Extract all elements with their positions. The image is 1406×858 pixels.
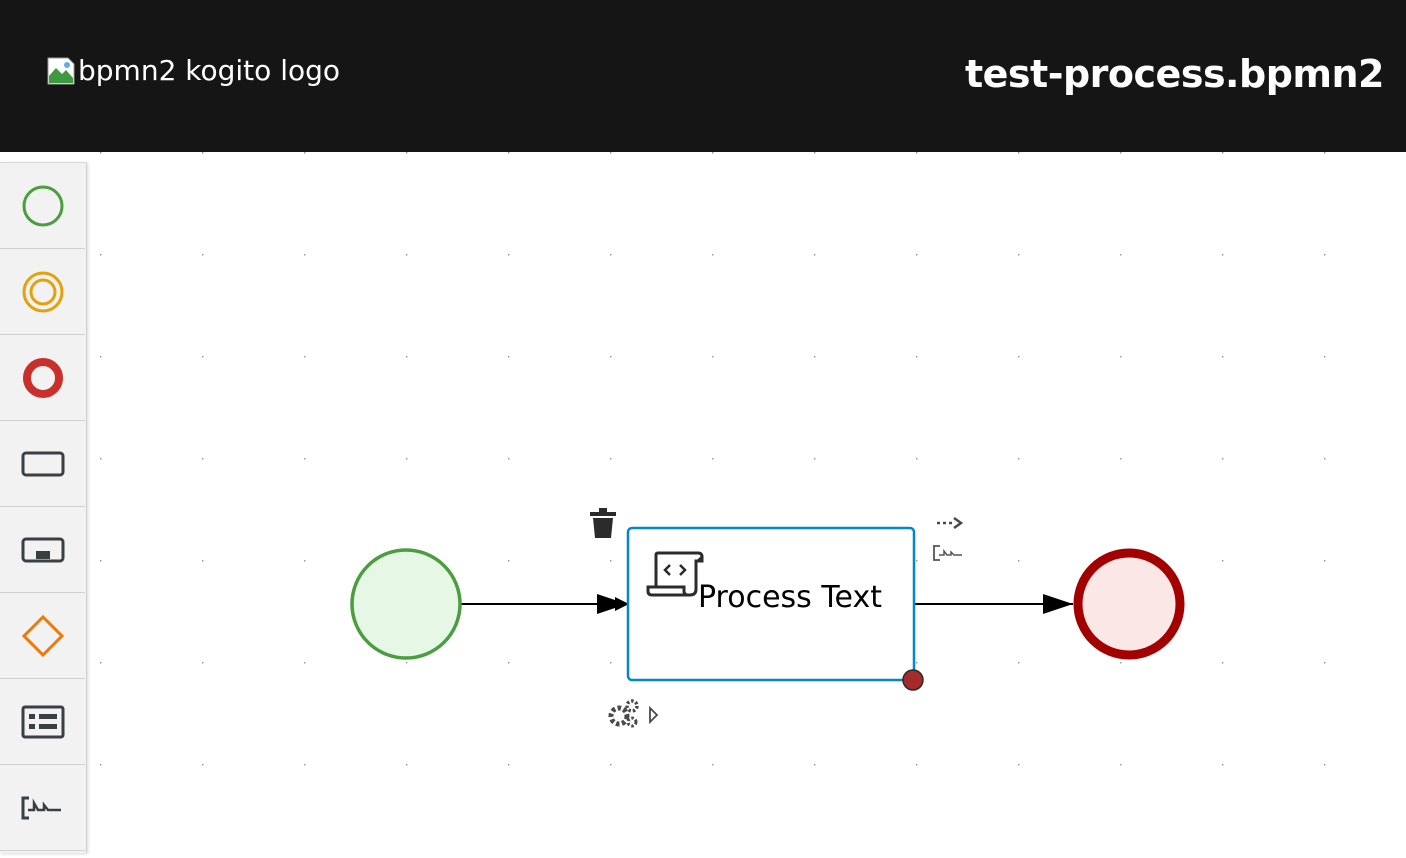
lane-icon — [21, 705, 64, 738]
app-header: bpmn2 kogito logo test-process.bpmn2 — [0, 0, 1406, 152]
palette-text-annotation[interactable] — [0, 765, 85, 851]
palette-task[interactable] — [0, 421, 85, 507]
start-event[interactable] — [350, 548, 462, 660]
rectangle-icon — [21, 451, 64, 476]
script-task-icon — [646, 551, 704, 597]
kogito-logo: bpmn2 kogito logo — [46, 54, 340, 87]
circle-green-icon — [22, 185, 63, 226]
palette-end-event[interactable] — [0, 335, 85, 421]
palette-start-event[interactable] — [0, 163, 85, 249]
shape-palette — [0, 162, 87, 853]
trash-icon[interactable] — [590, 508, 616, 538]
task-process-text[interactable] — [626, 526, 916, 682]
palette-lane[interactable] — [0, 679, 85, 765]
double-circle-orange-icon — [22, 271, 63, 312]
logo-alt-text: bpmn2 kogito logo — [78, 54, 341, 87]
task-label: Process Text — [697, 580, 882, 615]
end-event[interactable] — [1073, 548, 1185, 660]
palette-gateway[interactable] — [0, 593, 85, 679]
boundary-event-handle[interactable] — [902, 669, 924, 691]
chevron-right-icon[interactable] — [649, 705, 659, 725]
gears-icon[interactable] — [608, 699, 639, 728]
thick-circle-red-icon — [22, 357, 63, 398]
subprocess-rectangle-icon — [21, 537, 64, 562]
file-title: test-process.bpmn2 — [964, 52, 1385, 96]
diagram-canvas[interactable] — [0, 152, 1406, 858]
annotation-icon — [21, 796, 61, 819]
sequence-flow-icon[interactable] — [937, 516, 964, 530]
broken-image-icon — [47, 57, 75, 84]
annotation-icon[interactable] — [933, 545, 962, 561]
palette-subprocess[interactable] — [0, 507, 85, 593]
diamond-orange-icon — [21, 614, 64, 657]
palette-intermediate-event[interactable] — [0, 249, 85, 335]
